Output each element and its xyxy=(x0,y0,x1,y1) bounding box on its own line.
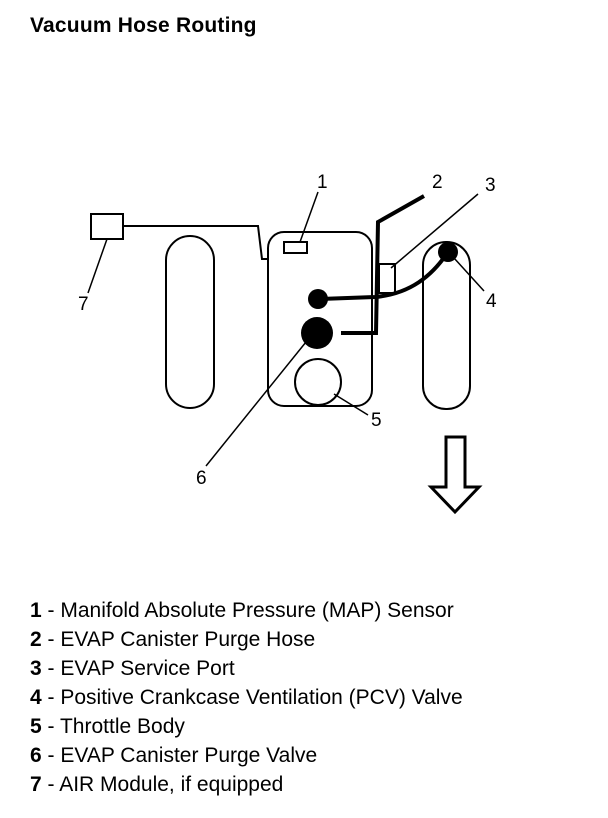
throttle-body xyxy=(294,358,342,406)
legend-text: Throttle Body xyxy=(59,715,185,738)
left-engine-bank xyxy=(165,235,215,409)
pcv-hose xyxy=(319,250,450,301)
right-engine-bank xyxy=(422,241,471,410)
map-sensor xyxy=(283,241,308,254)
legend-separator: - xyxy=(41,628,61,651)
callout-3: 3 xyxy=(485,175,496,196)
legend-text: EVAP Canister Purge Valve xyxy=(60,744,318,767)
legend-text: EVAP Canister Purge Hose xyxy=(60,628,316,651)
callout-6: 6 xyxy=(196,468,207,489)
legend-number: 7 xyxy=(30,773,42,796)
legend-number: 4 xyxy=(30,686,42,709)
leader-line-7 xyxy=(87,238,108,294)
air-module-hose xyxy=(123,225,268,260)
pcv-connection-fitting xyxy=(308,289,328,309)
callout-1: 1 xyxy=(317,172,328,193)
legend-number: 1 xyxy=(30,599,42,622)
evap-purge-hose xyxy=(341,194,425,335)
legend-item: 7 - AIR Module, if equipped xyxy=(30,770,463,799)
evap-canister-purge-valve xyxy=(301,317,333,349)
legend-separator: - xyxy=(41,599,61,622)
legend-item: 2 - EVAP Canister Purge Hose xyxy=(30,625,463,654)
legend-item: 3 - EVAP Service Port xyxy=(30,654,463,683)
legend-item: 5 - Throttle Body xyxy=(30,712,463,741)
leader-line-3 xyxy=(390,193,479,269)
legend-number: 6 xyxy=(30,744,42,767)
pcv-valve xyxy=(438,242,458,262)
legend-item: 4 - Positive Crankcase Ventilation (PCV)… xyxy=(30,683,463,712)
legend-text: EVAP Service Port xyxy=(60,657,235,680)
legend-number: 3 xyxy=(30,657,42,680)
leader-line-1 xyxy=(299,191,319,243)
legend-item: 1 - Manifold Absolute Pressure (MAP) Sen… xyxy=(30,596,463,625)
legend-text: AIR Module, if equipped xyxy=(59,773,284,796)
leader-line-4 xyxy=(453,257,485,292)
legend-separator: - xyxy=(41,715,60,738)
front-direction-arrow-icon xyxy=(427,435,483,515)
leader-line-5 xyxy=(333,393,369,416)
leader-line-6 xyxy=(205,341,307,467)
legend-number: 2 xyxy=(30,628,42,651)
page-title: Vacuum Hose Routing xyxy=(30,14,257,37)
legend-separator: - xyxy=(41,744,61,767)
legend-item: 6 - EVAP Canister Purge Valve xyxy=(30,741,463,770)
legend-number: 5 xyxy=(30,715,42,738)
callout-5: 5 xyxy=(371,410,382,431)
legend-separator: - xyxy=(41,657,61,680)
vacuum-hose-diagram: 1 2 3 4 5 6 7 xyxy=(78,172,497,515)
intake-manifold xyxy=(267,231,373,407)
component-legend: 1 - Manifold Absolute Pressure (MAP) Sen… xyxy=(30,596,463,799)
legend-text: Manifold Absolute Pressure (MAP) Sensor xyxy=(60,599,454,622)
legend-separator: - xyxy=(41,686,61,709)
air-module xyxy=(90,213,124,240)
legend-text: Positive Crankcase Ventilation (PCV) Val… xyxy=(60,686,463,709)
legend-separator: - xyxy=(41,773,60,796)
callout-7: 7 xyxy=(78,294,89,315)
callout-4: 4 xyxy=(486,291,497,312)
evap-service-port xyxy=(378,263,396,294)
callout-2: 2 xyxy=(432,172,443,193)
